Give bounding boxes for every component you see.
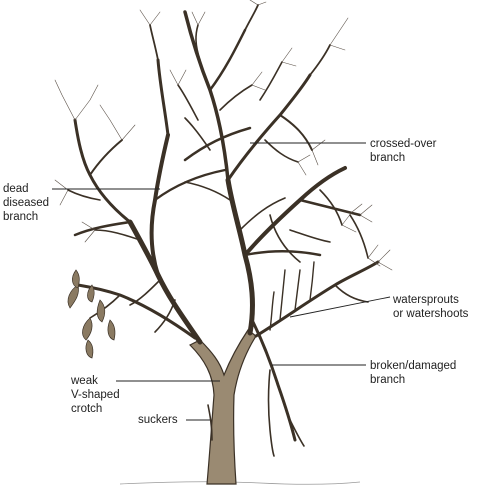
label-line: suckers	[138, 414, 178, 426]
label-watersprouts: watersprouts or watershoots	[393, 293, 468, 321]
label-line: or watershoots	[393, 308, 469, 320]
trunk	[188, 329, 257, 485]
label-line: branch	[3, 211, 39, 223]
fine-twigs	[54, 0, 393, 271]
tree	[54, 0, 393, 485]
watersprouts	[269, 261, 315, 331]
ground-line	[119, 481, 361, 485]
label-crossed-over-branch: crossed-over branch	[370, 137, 436, 165]
label-line: V-shaped	[71, 389, 120, 401]
label-line: broken/damaged	[370, 360, 457, 372]
secondary-branches	[67, 24, 369, 333]
label-line: crotch	[71, 403, 103, 415]
label-line: dead	[3, 183, 29, 195]
label-line: weak	[71, 375, 98, 387]
leader-lines	[52, 142, 391, 421]
leader-watersprouts	[289, 296, 391, 318]
label-line: branch	[370, 152, 406, 164]
label-line: branch	[370, 374, 406, 386]
label-line: diseased	[3, 197, 50, 209]
broken-branch	[250, 318, 297, 442]
label-line: watersprouts	[393, 294, 459, 306]
sucker-shoot	[207, 404, 213, 441]
main-branches	[73, 4, 380, 345]
label-suckers: suckers	[138, 413, 178, 427]
label-dead-diseased-branch: dead diseased branch	[3, 182, 49, 224]
label-weak-v-crotch: weak V-shaped crotch	[71, 374, 120, 416]
label-broken-damaged-branch: broken/damaged branch	[370, 359, 456, 387]
label-line: crossed-over	[370, 138, 437, 150]
dead-leaves	[67, 269, 116, 359]
